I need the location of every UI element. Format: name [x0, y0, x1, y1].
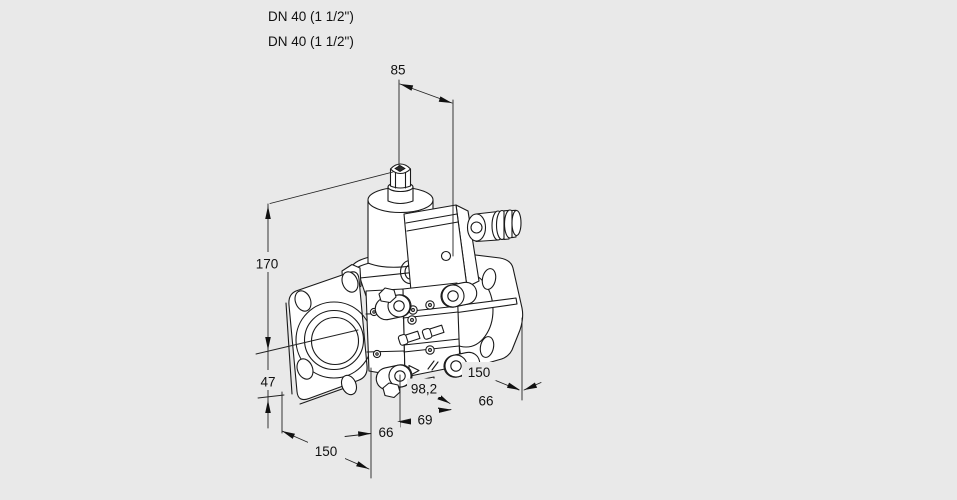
cable-gland — [466, 209, 522, 243]
hatch-mark — [427, 360, 439, 371]
labels: DN 40 (1 1/2") DN 40 (1 1/2") 85 170 47 … — [256, 9, 494, 459]
dim-170-label: 170 — [256, 257, 279, 272]
hex-nut — [382, 382, 401, 399]
dim-66-bottom-label: 66 — [378, 425, 393, 440]
test-nipple — [421, 324, 445, 340]
test-nipple — [397, 330, 421, 346]
valve-body — [365, 282, 461, 387]
hex-nut — [378, 287, 397, 304]
label-backgrounds — [249, 252, 502, 460]
connector-screw-hole — [440, 250, 452, 262]
dimension-lines — [255, 79, 542, 479]
dim-150-bottom-label: 150 — [315, 444, 338, 459]
dim-47-label: 47 — [260, 375, 275, 390]
dim-69-label: 69 — [417, 413, 432, 428]
dim-150-right-label: 150 — [468, 365, 491, 380]
dn-label-1: DN 40 (1 1/2") — [268, 9, 354, 24]
dn-label-2: DN 40 (1 1/2") — [268, 34, 354, 49]
dim-85-label: 85 — [390, 63, 405, 78]
connector-plate — [403, 204, 480, 292]
dim-66-right-label: 66 — [478, 394, 493, 409]
dim-98-2-label: 98,2 — [411, 382, 437, 397]
cap-top-detail — [394, 165, 406, 172]
